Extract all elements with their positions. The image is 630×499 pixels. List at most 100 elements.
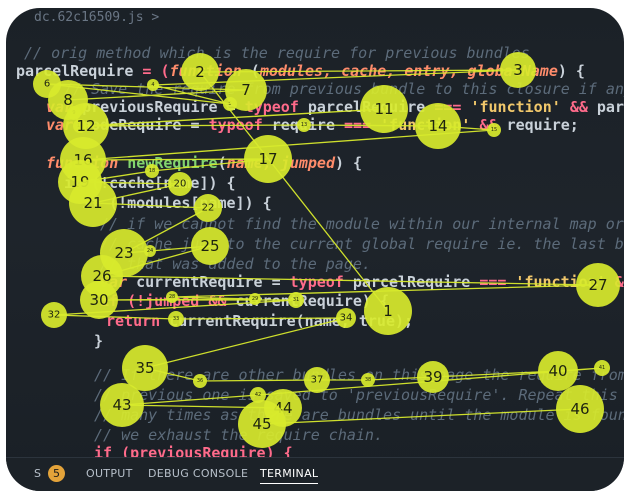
fixation-label: 32 — [48, 310, 61, 321]
fixation-12: 12 — [63, 103, 109, 149]
fixation-label: 11 — [374, 100, 393, 118]
fixation-label: 22 — [202, 203, 215, 214]
token: = ( — [133, 62, 170, 80]
fixation-circle — [360, 85, 408, 133]
fixation-42: 42 — [250, 387, 266, 403]
token: ( — [242, 62, 260, 80]
fixation-label: 17 — [258, 150, 277, 168]
fixation-label: 7 — [241, 81, 251, 99]
fixation-circle — [361, 373, 375, 387]
fixation-46: 46 — [556, 385, 604, 433]
fixation-13: 13 — [297, 118, 311, 132]
fixation-circle — [63, 103, 109, 149]
fixation-label: 24 — [147, 248, 153, 254]
code-line-15: } — [94, 332, 104, 350]
token: parcelRequire; — [596, 98, 624, 116]
fixation-circle — [147, 79, 159, 91]
fixation-label: 31 — [293, 297, 299, 303]
token: === — [479, 273, 507, 291]
fixation-24: 24 — [144, 245, 156, 257]
fixation-circle — [181, 53, 219, 91]
fixation-circle — [487, 123, 501, 137]
fixation-circle — [288, 292, 304, 308]
fixation-label: 36 — [197, 378, 203, 384]
fixation-circle — [556, 385, 604, 433]
fixation-label: 5 — [228, 101, 231, 107]
fixation-33: 33 — [168, 311, 184, 327]
fixation-circle — [191, 227, 229, 265]
fixation-29: 29 — [249, 293, 261, 305]
fixation-label: 38 — [365, 377, 371, 383]
fixation-25: 25 — [191, 227, 229, 265]
token: 'function' — [461, 98, 570, 116]
fixation-label: 2 — [195, 63, 205, 81]
fixation-circle — [168, 311, 184, 327]
fixation-label: 46 — [570, 400, 589, 418]
fixation-35: 35 — [122, 345, 168, 391]
fixation-circle — [364, 287, 412, 335]
fixation-30: 30 — [80, 281, 118, 319]
fixation-circle — [145, 164, 159, 178]
fixation-label: 15 — [491, 127, 497, 133]
problems-count-badge: 5 — [48, 465, 65, 482]
fixation-label: 8 — [63, 91, 73, 109]
fixation-circle — [336, 308, 356, 328]
fixation-circle — [249, 293, 261, 305]
panel-tab-bar: S 5 OUTPUT DEBUG CONSOLE TERMINAL — [6, 457, 624, 491]
fixation-label: 13 — [301, 122, 307, 128]
fixation-circle — [415, 103, 461, 149]
fixation-label: 30 — [89, 291, 108, 309]
fixation-40: 40 — [538, 351, 578, 391]
code-line-11: // that was added to the page. — [100, 255, 371, 273]
fixation-38: 38 — [361, 373, 375, 387]
code-line-9: // if we cannot find the module within o… — [100, 215, 624, 233]
fixation-label: 29 — [252, 296, 258, 302]
fixation-circle — [244, 135, 292, 183]
fixation-label: 12 — [76, 117, 95, 135]
fixation-label: 39 — [423, 368, 442, 386]
token: ( — [217, 154, 227, 172]
fixation-label: 21 — [83, 194, 102, 212]
token: require; — [497, 116, 579, 134]
fixation-circle — [100, 383, 144, 427]
fixation-label: 25 — [200, 237, 219, 255]
fixation-21: 21 — [69, 179, 117, 227]
fixation-circle — [225, 69, 267, 111]
fixation-label: 35 — [135, 359, 154, 377]
tab-problems[interactable]: S — [34, 467, 42, 480]
fixation-22: 22 — [194, 194, 222, 222]
fixation-circle — [500, 52, 536, 88]
fixation-circle — [166, 291, 178, 303]
fixation-label: 33 — [173, 316, 179, 322]
fixation-15: 15 — [487, 123, 501, 137]
code-line-19: // we exhaust the require chain. — [94, 426, 383, 444]
fixation-label: 45 — [252, 415, 271, 433]
fixation-label: 27 — [588, 276, 607, 294]
fixation-circle — [41, 302, 67, 328]
fixation-circle — [194, 194, 222, 222]
fixation-label: 42 — [255, 392, 261, 398]
file-breadcrumb[interactable]: dc.62c16509.js > — [34, 10, 160, 25]
fixation-label: 3 — [513, 61, 523, 79]
fixation-circle — [238, 400, 286, 448]
fixation-39: 39 — [417, 361, 449, 393]
fixation-34: 34 — [336, 308, 356, 328]
fixation-circle — [250, 387, 266, 403]
fixation-label: 40 — [548, 362, 567, 380]
fixation-41: 41 — [594, 360, 610, 376]
fixation-circle — [69, 179, 117, 227]
fixation-circle — [80, 281, 118, 319]
fixation-3: 3 — [500, 52, 536, 88]
fixation-18: 18 — [145, 164, 159, 178]
fixation-1: 1 — [364, 287, 412, 335]
tab-debug-console[interactable]: DEBUG CONSOLE — [148, 467, 249, 480]
tab-terminal[interactable]: TERMINAL — [260, 467, 319, 484]
fixation-label: 4 — [151, 82, 154, 88]
fixation-circle — [417, 361, 449, 393]
fixation-circle — [122, 345, 168, 391]
fixation-31: 31 — [288, 292, 304, 308]
fixation-32: 32 — [41, 302, 67, 328]
fixation-label: 1 — [383, 302, 393, 320]
tab-output[interactable]: OUTPUT — [86, 467, 133, 480]
